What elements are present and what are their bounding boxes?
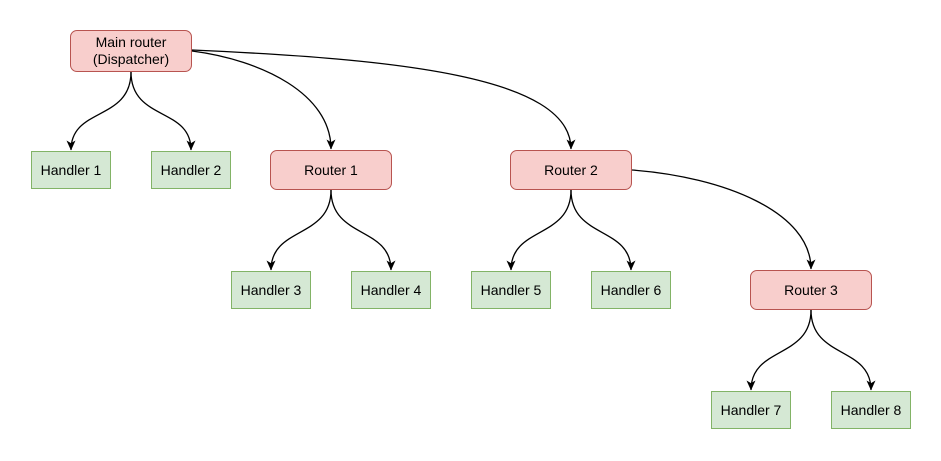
edge-router2-to-router3 bbox=[631, 169, 816, 270]
node-router-3-label: Router 3 bbox=[784, 281, 838, 298]
node-handler-1-label: Handler 1 bbox=[40, 161, 102, 178]
node-main-router[interactable]: Main router (Dispatcher) bbox=[70, 30, 192, 72]
node-handler-3[interactable]: Handler 3 bbox=[231, 271, 311, 309]
node-handler-8[interactable]: Handler 8 bbox=[831, 391, 911, 429]
node-handler-6-label: Handler 6 bbox=[600, 281, 662, 298]
edge-router2-to-handler6 bbox=[570, 189, 636, 271]
edge-router1-to-handler4 bbox=[330, 189, 396, 271]
node-handler-5[interactable]: Handler 5 bbox=[471, 271, 551, 309]
edge-router3-to-handler7 bbox=[746, 309, 812, 391]
node-main-router-label-line1: Main router bbox=[95, 34, 167, 50]
node-router-2-label: Router 2 bbox=[544, 161, 598, 178]
node-handler-3-label: Handler 3 bbox=[240, 281, 302, 298]
edge-router2-to-handler5 bbox=[506, 189, 572, 271]
node-handler-2-label: Handler 2 bbox=[160, 161, 222, 178]
edge-router1-to-handler3 bbox=[266, 189, 332, 271]
node-handler-2[interactable]: Handler 2 bbox=[151, 151, 231, 189]
node-handler-4-label: Handler 4 bbox=[360, 281, 422, 298]
node-handler-4[interactable]: Handler 4 bbox=[351, 271, 431, 309]
node-handler-7-label: Handler 7 bbox=[720, 401, 782, 418]
node-handler-5-label: Handler 5 bbox=[480, 281, 542, 298]
node-router-1[interactable]: Router 1 bbox=[270, 150, 392, 190]
node-router-1-label: Router 1 bbox=[304, 161, 358, 178]
edge-main-to-router2 bbox=[191, 49, 576, 150]
node-router-2[interactable]: Router 2 bbox=[510, 150, 632, 190]
node-handler-7[interactable]: Handler 7 bbox=[711, 391, 791, 429]
node-handler-6[interactable]: Handler 6 bbox=[591, 271, 671, 309]
edge-main-to-handler1 bbox=[66, 71, 132, 151]
edge-router3-to-handler8 bbox=[810, 309, 876, 391]
edge-main-to-router1 bbox=[191, 50, 336, 150]
node-main-router-label-line2: (Dispatcher) bbox=[92, 51, 170, 67]
node-handler-1[interactable]: Handler 1 bbox=[31, 151, 111, 189]
edge-main-to-handler2 bbox=[130, 71, 196, 151]
node-router-3[interactable]: Router 3 bbox=[750, 270, 872, 310]
node-handler-8-label: Handler 8 bbox=[840, 401, 902, 418]
